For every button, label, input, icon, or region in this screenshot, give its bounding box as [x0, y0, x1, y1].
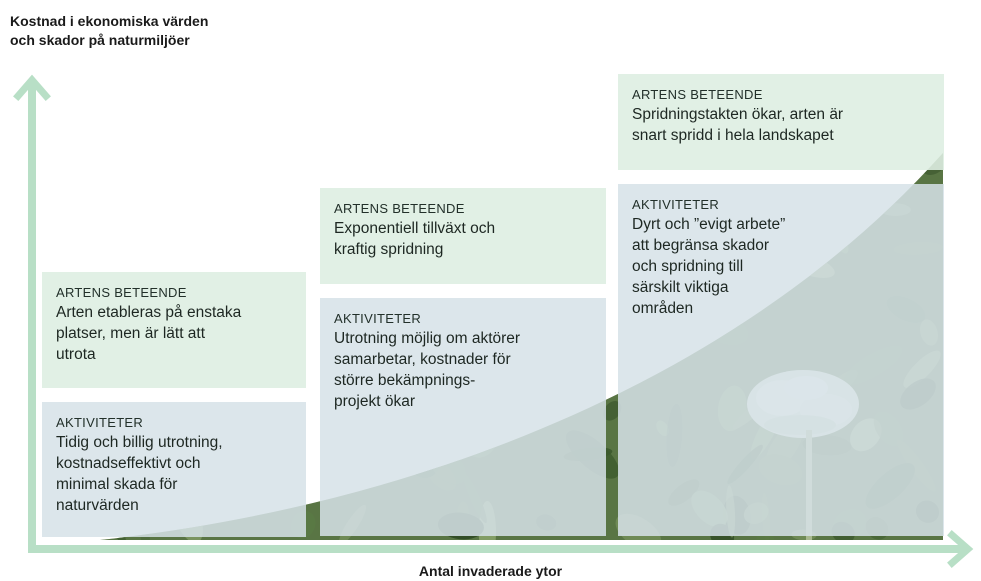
leaf-texture	[148, 227, 173, 248]
stage2-behavior-heading: ARTENS BETEENDE	[334, 201, 465, 216]
stage3-activities-box: AKTIVITETER Dyrt och ”evigt arbete” att …	[618, 184, 944, 536]
stage2-behavior-text: Exponentiell tillväxt och kraftig spridn…	[334, 220, 496, 258]
leaf-texture	[295, 185, 320, 211]
leaf-texture	[172, 170, 196, 200]
y-axis-title: Kostnad i ekonomiska värden och skador p…	[10, 12, 310, 50]
x-axis-arrow-icon	[947, 530, 974, 568]
stage2-behavior-box: ARTENS BETEENDE Exponentiell tillväxt oc…	[320, 188, 606, 284]
stage2-activities-heading: AKTIVITETER	[334, 311, 422, 326]
leaf-texture	[583, 168, 612, 186]
leaf-texture	[213, 212, 240, 228]
leaf-texture	[187, 176, 239, 218]
stage3-activities-heading: AKTIVITETER	[632, 197, 720, 212]
stage1-activities-box: AKTIVITETER Tidig och billig utrotning, …	[42, 402, 306, 537]
y-axis-arrow-icon	[13, 74, 51, 101]
leaf-texture	[251, 192, 305, 214]
leaf-texture	[238, 154, 247, 175]
stage1-behavior-text: Arten etableras på enstaka platser, men …	[56, 304, 242, 363]
stage3-activities-text: Dyrt och ”evigt arbete” att begränsa ska…	[632, 216, 786, 317]
leaf-texture	[170, 191, 189, 215]
leaf-texture	[380, 153, 408, 172]
leaf-texture	[756, 530, 775, 540]
stage3-behavior-box: ARTENS BETEENDE Spridningstakten ökar, a…	[618, 74, 944, 170]
leaf-texture	[186, 215, 214, 235]
x-axis-title: Antal invaderade ytor	[418, 563, 563, 579]
stage2-activities-text: Utrotning möjlig om aktörer samarbetar, …	[334, 330, 521, 410]
leaf-texture	[100, 173, 129, 203]
axes	[13, 74, 974, 568]
leaf-texture	[100, 207, 132, 238]
stage3-behavior-heading: ARTENS BETEENDE	[632, 87, 763, 102]
leaf-texture	[213, 153, 269, 171]
leaf-texture	[186, 229, 209, 245]
leaf-texture	[100, 210, 117, 251]
stage1-activities-heading: AKTIVITETER	[56, 415, 144, 430]
y-axis-title-line-2: och skador på naturmiljöer	[10, 32, 190, 48]
leaf-texture	[279, 220, 309, 258]
leaf-texture	[418, 153, 442, 175]
leaf-texture	[152, 187, 177, 200]
stage2-activities-box: AKTIVITETER Utrotning möjlig om aktörer …	[320, 298, 606, 536]
leaf-texture	[431, 153, 477, 169]
stage1-behavior-box: ARTENS BETEENDE Arten etableras på ensta…	[42, 272, 306, 388]
y-axis-title-line-1: Kostnad i ekonomiska värden	[10, 13, 209, 29]
stage3-behavior-text: Spridningstakten ökar, arten är snart sp…	[632, 106, 844, 144]
leaf-texture	[603, 401, 622, 421]
leaf-texture	[546, 153, 583, 181]
stage1-behavior-heading: ARTENS BETEENDE	[56, 285, 187, 300]
stage1-activities-text: Tidig och billig utrotning, kostnadseffe…	[56, 434, 223, 514]
